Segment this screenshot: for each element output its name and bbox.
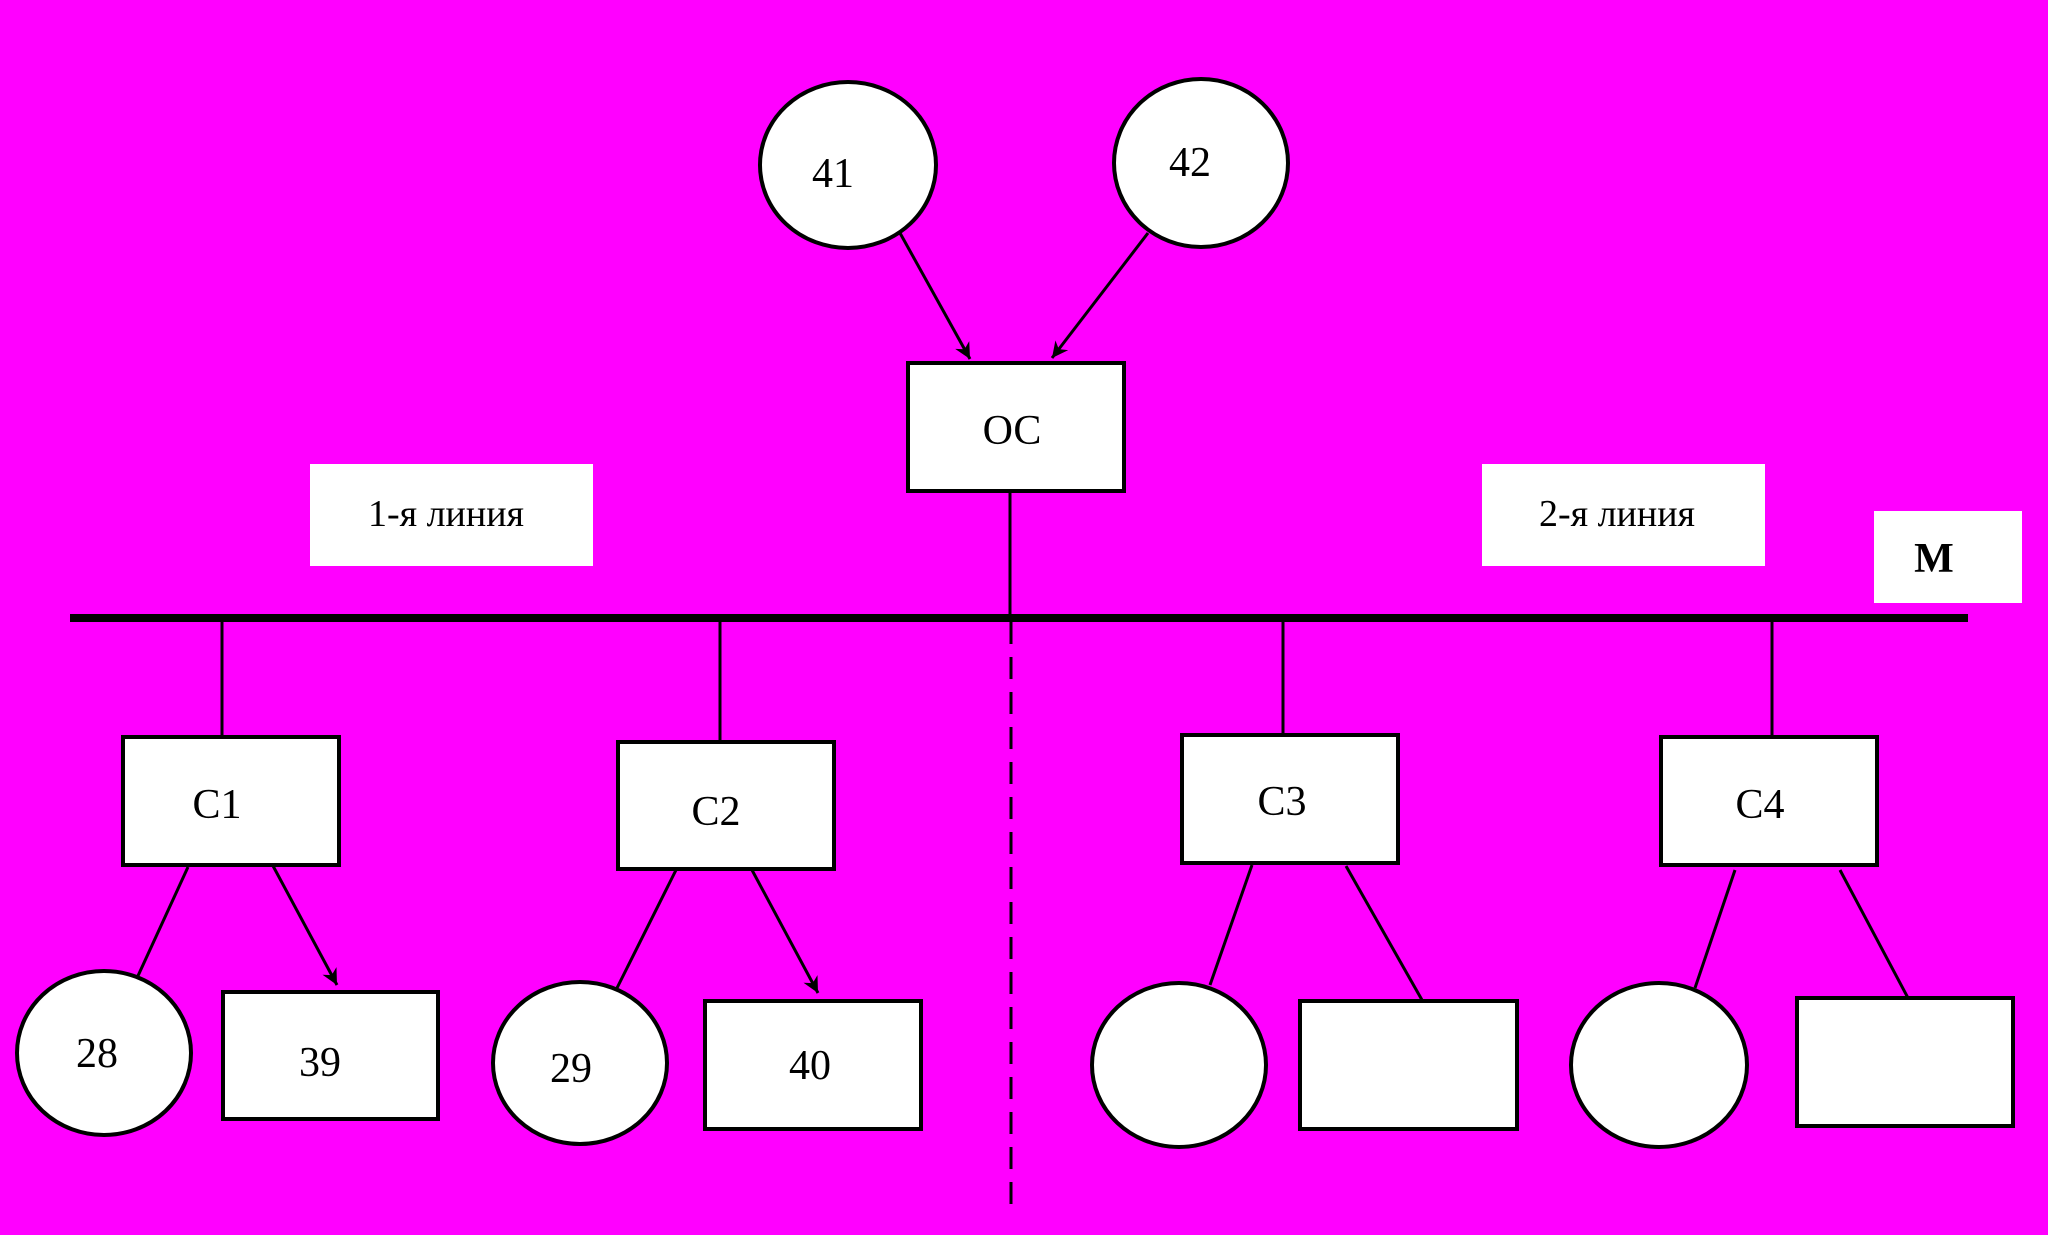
node-29-label: 29 (550, 1046, 592, 1092)
node-28-circle (15, 969, 193, 1137)
node-40-box (703, 999, 923, 1131)
m-label: М (1914, 536, 1954, 582)
node-42-circle (1112, 77, 1290, 249)
node-41-label: 41 (812, 151, 854, 197)
edge-c1-39 (270, 863, 339, 986)
node-c3-rect (1298, 999, 1519, 1131)
edge-42-os (1050, 232, 1150, 359)
node-c4-circle (1569, 981, 1749, 1149)
line1-label-box (310, 464, 593, 566)
node-42-label: 42 (1169, 140, 1211, 186)
edge-c1-28 (135, 866, 190, 979)
node-c2-label: С2 (691, 789, 740, 835)
node-c1-box (121, 735, 341, 867)
line2-label: 2-я линия (1539, 493, 1695, 535)
node-41-circle (758, 80, 938, 250)
node-os-label: ОС (983, 408, 1042, 454)
edge-41-os (898, 232, 972, 360)
node-os-box (906, 361, 1126, 493)
edge-c2-29 (615, 869, 678, 989)
node-40-label: 40 (789, 1043, 831, 1089)
node-c3-box (1180, 733, 1400, 865)
edge-c2-40 (750, 869, 820, 994)
edge-c4-rect (1838, 869, 1910, 999)
node-39-box (221, 990, 440, 1121)
node-28-label: 28 (76, 1031, 118, 1077)
edge-c3-circle (1208, 864, 1254, 986)
node-c3-circle (1090, 981, 1268, 1149)
line2-label-box (1482, 464, 1765, 566)
node-29-circle (491, 980, 669, 1146)
node-c4-label: С4 (1735, 782, 1784, 828)
node-c4-rect (1795, 996, 2015, 1128)
node-39-label: 39 (299, 1040, 341, 1086)
m-label-box (1874, 511, 2022, 603)
line1-label: 1-я линия (368, 493, 524, 535)
node-c1-label: С1 (192, 782, 241, 828)
edge-c3-rect (1344, 865, 1424, 1001)
node-c2-box (616, 740, 836, 871)
node-c4-box (1659, 735, 1879, 867)
node-c3-label: С3 (1257, 779, 1306, 825)
edge-c4-circle (1693, 869, 1737, 989)
